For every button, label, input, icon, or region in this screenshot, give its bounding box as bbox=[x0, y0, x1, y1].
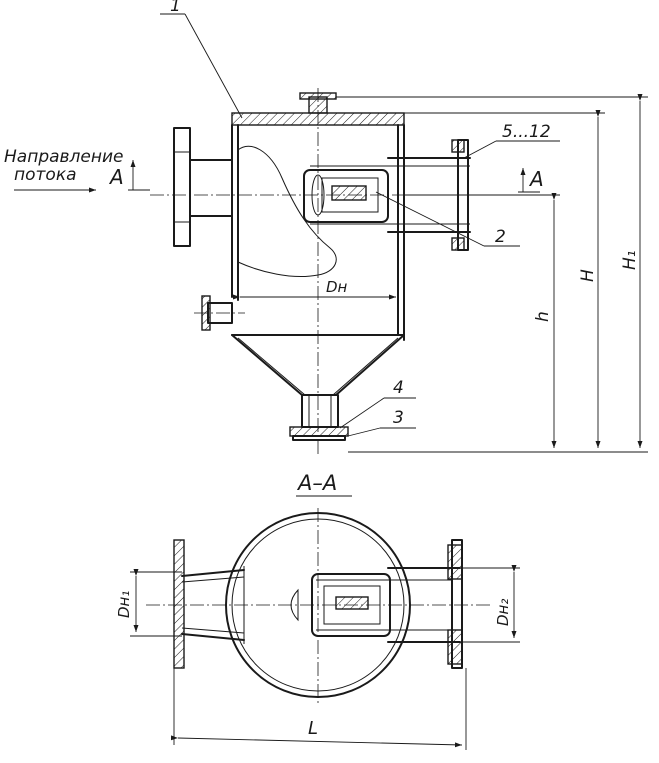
dim-H1-label: H₁ bbox=[620, 250, 640, 270]
cone-left-inner bbox=[237, 337, 306, 396]
inlet-pipe bbox=[189, 159, 233, 217]
dim-diameter-label: Dн bbox=[326, 278, 348, 296]
section-inlet-bottom bbox=[181, 633, 245, 641]
leader-4 bbox=[339, 397, 385, 429]
section-inlet-flange bbox=[173, 539, 185, 669]
elevation-view: Направление потока A A 1 5...12 2 4 3 Dн… bbox=[4, 0, 648, 455]
dim-h-label: h bbox=[533, 311, 553, 322]
outlet-flange-bolt-bottom bbox=[451, 237, 465, 251]
leader-2 bbox=[375, 191, 485, 247]
filter-end-cap bbox=[311, 174, 325, 216]
filter-element bbox=[303, 169, 389, 223]
top-lid bbox=[231, 112, 405, 126]
filter-mesh bbox=[331, 185, 367, 201]
section-view: A–A Dн₁ Dн₂ bbox=[115, 471, 520, 750]
body-circle-outer bbox=[225, 512, 411, 698]
cone-right bbox=[335, 334, 405, 396]
drain-nozzle bbox=[301, 394, 339, 428]
section-mark-right: A bbox=[528, 167, 544, 191]
section-title: A–A bbox=[296, 471, 337, 495]
flow-label-line1: Направление bbox=[4, 147, 124, 167]
callout-5-12: 5...12 bbox=[502, 122, 551, 142]
section-filter-slot bbox=[323, 585, 381, 625]
dim-dn1-label: Dн₁ bbox=[115, 591, 133, 618]
body-circle-inner bbox=[231, 518, 405, 692]
drain-plug bbox=[289, 426, 349, 437]
section-mark-left: A bbox=[108, 165, 124, 189]
filter-slot-frame bbox=[321, 177, 379, 213]
outlet-flange-bolt-top bbox=[451, 139, 465, 153]
drain-gasket bbox=[292, 435, 346, 441]
leader-5-12 bbox=[463, 140, 497, 159]
leader-3 bbox=[347, 427, 381, 437]
callout-3: 3 bbox=[393, 408, 404, 428]
leader-1-slant bbox=[184, 13, 243, 119]
callout-1: 1 bbox=[170, 0, 181, 16]
cone-right-inner bbox=[332, 337, 399, 396]
cutaway-outline bbox=[237, 145, 337, 278]
section-outlet-flange-bottom bbox=[447, 629, 463, 665]
section-inlet-top bbox=[181, 569, 245, 577]
dim-L-label: L bbox=[308, 718, 318, 739]
inlet-flange bbox=[173, 127, 191, 247]
section-filter-element bbox=[311, 573, 391, 637]
callout-2: 2 bbox=[495, 227, 506, 247]
section-outlet-flange bbox=[451, 539, 463, 669]
top-vent-flange bbox=[299, 92, 337, 100]
dim-dn2-label: Dн₂ bbox=[494, 599, 512, 626]
dim-H-label: H bbox=[578, 269, 598, 282]
flow-label-line2: потока bbox=[14, 165, 77, 185]
callout-4: 4 bbox=[393, 378, 404, 398]
dim-L-line bbox=[170, 735, 463, 748]
section-outlet-flange-top bbox=[447, 544, 463, 580]
section-filter-dome bbox=[290, 588, 299, 622]
section-filter-mesh bbox=[335, 596, 369, 610]
cone-left bbox=[231, 334, 303, 396]
section-inlet-inner-bottom bbox=[181, 627, 245, 634]
section-inlet-inner-top bbox=[181, 576, 245, 583]
